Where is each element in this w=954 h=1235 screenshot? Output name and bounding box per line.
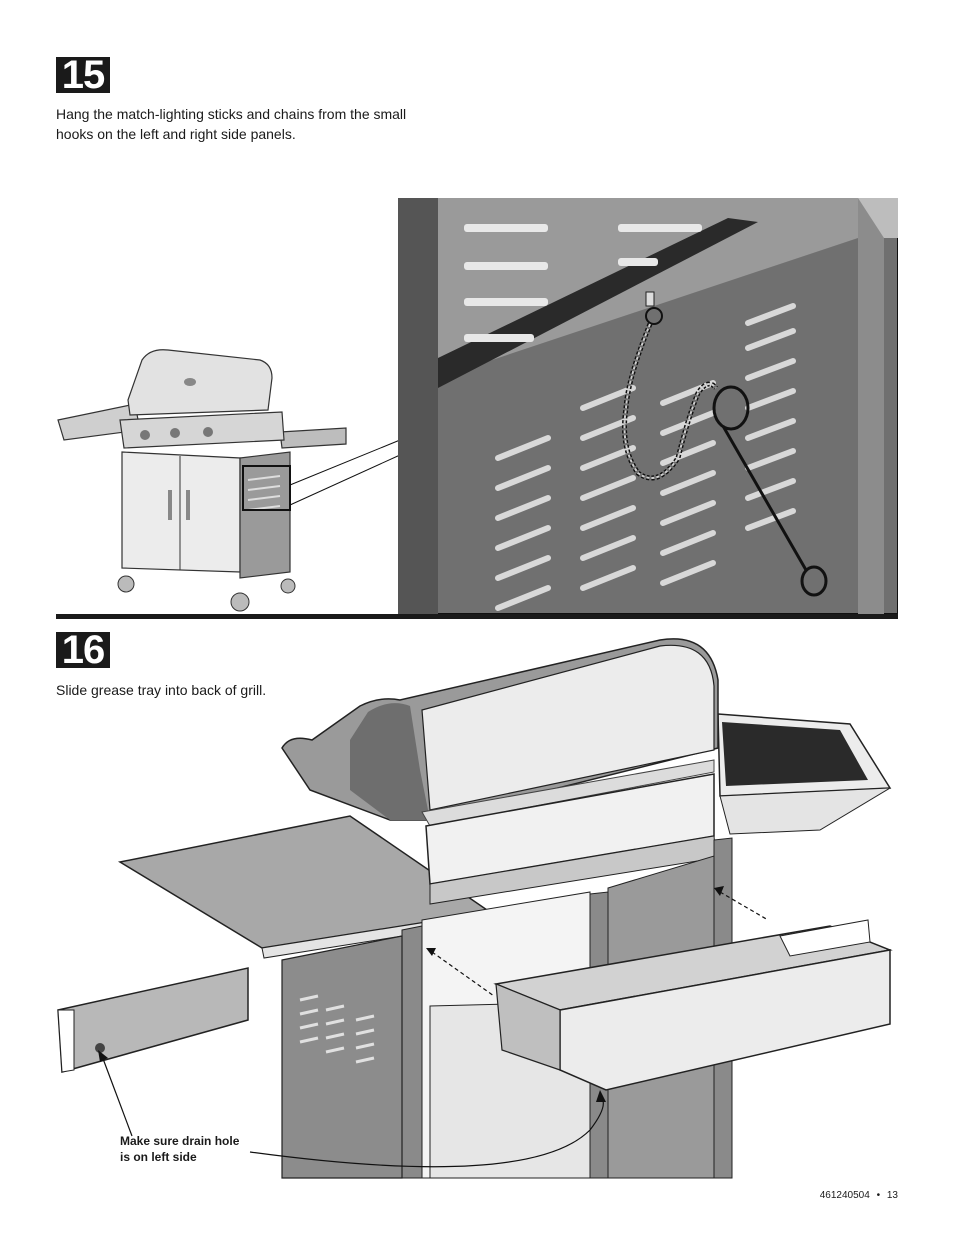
step-instruction: Hang the match-lighting sticks and chain… — [56, 106, 407, 142]
step-number-badge: 15 — [56, 55, 110, 95]
step-number-badge: 16 — [56, 630, 110, 670]
footer-separator: • — [876, 1190, 881, 1201]
grill-overview-illustration — [57, 349, 401, 612]
side-panel-detail-illustration — [398, 198, 898, 614]
page-footer: 461240504 • 13 — [820, 1190, 898, 1201]
section-divider — [56, 614, 898, 619]
document-number: 461240504 — [819, 1190, 870, 1201]
grease-tray-install-illustration — [57, 638, 893, 1179]
drain-hole-callout: Make sure drain hole is on left side — [120, 1134, 240, 1164]
page-number: 13 — [886, 1190, 898, 1201]
step-instruction: Slide grease tray into back of grill. — [56, 682, 267, 698]
